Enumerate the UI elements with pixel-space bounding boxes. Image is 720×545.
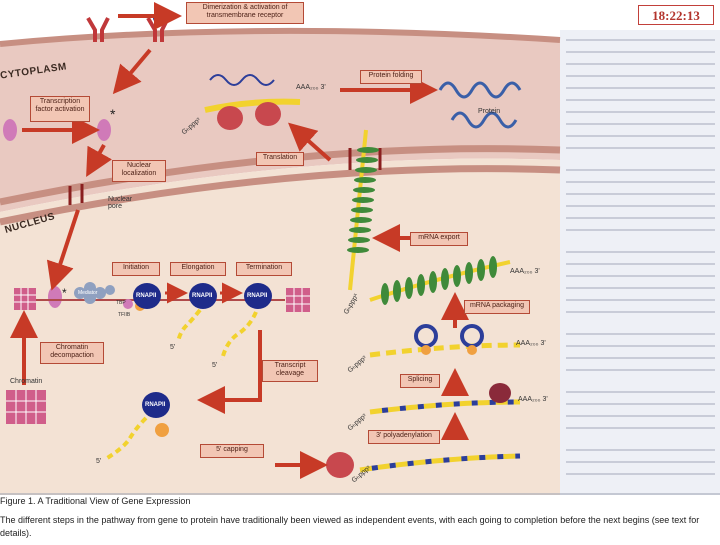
transcription-factor-inactive-icon bbox=[3, 119, 17, 141]
mediator-complex-icon bbox=[74, 282, 115, 304]
rnapii-termination-icon bbox=[244, 283, 272, 309]
rnapii-released-icon bbox=[142, 392, 170, 418]
protein-helix-icon bbox=[438, 81, 522, 129]
nascent-transcript-short bbox=[176, 308, 202, 343]
arrow-tf-into-nucleus bbox=[46, 209, 80, 291]
polya-splicing-label: AAA₂₀₀ 3' bbox=[516, 340, 546, 347]
tfiib-label: TFIIB bbox=[118, 312, 131, 318]
background-page-text-area bbox=[560, 30, 720, 495]
initiation-label: Initiation bbox=[112, 262, 160, 276]
dimerization-label: Dimerization & activation of transmembra… bbox=[186, 2, 304, 24]
rnapii-initiation-icon bbox=[133, 283, 161, 309]
tf-activation-label: Transcription factor activation bbox=[30, 96, 90, 122]
capping-enzyme-icon bbox=[326, 452, 354, 478]
polya-packaging-label: AAA₂₀₀ 3' bbox=[510, 268, 540, 275]
splicing-mrna bbox=[369, 342, 521, 358]
tfiib-icon bbox=[123, 299, 133, 309]
packaged-mrna-export-icon bbox=[347, 147, 379, 253]
arrow-transcript-cleavage bbox=[197, 330, 262, 414]
polyadenylation-label: 3' polyadenylation bbox=[368, 430, 440, 444]
translation-label: Translation bbox=[256, 152, 304, 166]
elongation-label: Elongation bbox=[170, 262, 226, 276]
transcription-factor-active-icon bbox=[97, 119, 111, 141]
asterisk-marker: * bbox=[110, 106, 116, 122]
splicing-label: Splicing bbox=[400, 374, 440, 388]
ribosome-icon-2 bbox=[255, 102, 281, 126]
figure-caption-text: The different steps in the pathway from … bbox=[0, 515, 700, 538]
packaged-mrna-icon bbox=[381, 256, 497, 305]
polya-polyadenylation-label: AAA₂₀₀ 3' bbox=[518, 396, 548, 403]
faded-text-lines bbox=[566, 39, 715, 475]
protein-label: Protein bbox=[478, 108, 501, 115]
arrow-nuclear-localization bbox=[86, 144, 112, 177]
capping-mrna-introns bbox=[359, 453, 521, 473]
polya-polymerase-icon bbox=[489, 383, 511, 403]
protein-folding-label: Protein folding bbox=[360, 70, 422, 84]
nuclear-pore-right bbox=[348, 148, 382, 170]
transcript-cleavage-label: Transcript cleavage bbox=[262, 360, 318, 382]
nuclear-envelope-inner bbox=[0, 165, 561, 226]
arrow-translation bbox=[288, 122, 332, 162]
rnapii-initiation-label: RNAPII bbox=[136, 293, 157, 299]
mrna-cytoplasmic bbox=[204, 98, 301, 113]
termination-label: Termination bbox=[236, 262, 292, 276]
nuclear-localization-label: Nuclear localization bbox=[112, 160, 166, 182]
asterisk-marker-2: * bbox=[62, 286, 67, 300]
tbp-label: TBP bbox=[116, 300, 126, 306]
five-prime-termination-label: 5' bbox=[212, 362, 218, 369]
figure-caption-title: Figure 1. A Traditional View of Gene Exp… bbox=[0, 496, 191, 506]
mediator-label: Mediator bbox=[78, 290, 98, 296]
five-prime-elongation-label: 5' bbox=[170, 344, 176, 351]
released-transcript bbox=[102, 416, 148, 462]
nuclear-pore bbox=[68, 184, 84, 205]
nuclear-pore-label: Nuclear pore bbox=[108, 196, 133, 210]
cap-enzyme-small-icon bbox=[155, 423, 169, 437]
chromatin-label: Chromatin bbox=[10, 378, 43, 385]
arrow-receptor-to-tf bbox=[112, 48, 152, 95]
rnapii-elongation-icon bbox=[189, 283, 217, 309]
timer-badge: 18:22:13 bbox=[638, 5, 714, 25]
capping-mrna bbox=[359, 453, 521, 473]
plasma-membrane bbox=[0, 27, 561, 47]
polya-cytoplasm-label: AAA₂₀₀ 3' bbox=[296, 84, 326, 91]
rnapii-elongation-label: RNAPII bbox=[192, 293, 213, 299]
chromatin-decompaction-label: Chromatin decompaction bbox=[40, 342, 104, 364]
ribosome-icon bbox=[217, 106, 243, 130]
chromatin-grid-lines bbox=[6, 288, 310, 424]
spliceosome-icon bbox=[421, 345, 431, 355]
mrna-export-label: mRNA export bbox=[410, 232, 468, 246]
transcription-factor-bound-icon bbox=[48, 286, 62, 308]
capping-label: 5' capping bbox=[200, 444, 264, 458]
nascent-protein-icon bbox=[209, 74, 275, 86]
rnapii-termination-label: RNAPII bbox=[247, 293, 268, 299]
spliceosome-icon-2 bbox=[467, 345, 477, 355]
mrna-packaging-label: mRNA packaging bbox=[464, 300, 530, 314]
rnapii-released-label: RNAPII bbox=[145, 402, 166, 408]
five-prime-label: 5' bbox=[96, 458, 102, 465]
